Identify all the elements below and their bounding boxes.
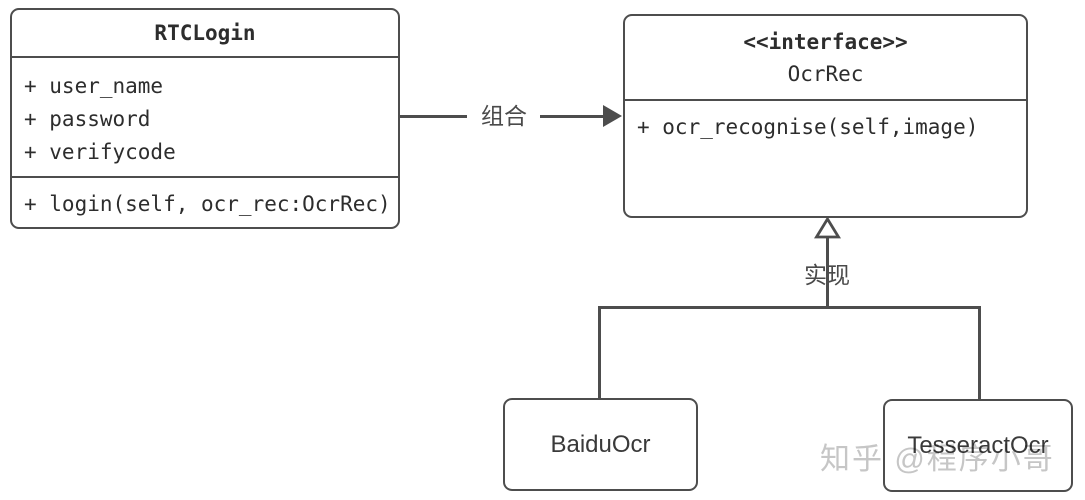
- attribute-user-name: + user_name: [24, 74, 164, 98]
- attribute-verifycode: + verifycode: [24, 140, 176, 164]
- class-box-rtclogin: RTCLogin + user_name + password + verify…: [10, 8, 400, 229]
- method-login: + login(self, ocr_rec:OcrRec): [24, 192, 391, 216]
- watermark: 知乎 @程序小哥: [820, 443, 1055, 476]
- composition-line-right: [540, 115, 604, 118]
- realization-label: 实现: [804, 262, 850, 288]
- realization-drop-line-tesseractocr: [978, 306, 981, 400]
- class-box-baiduocr: BaiduOcr: [503, 398, 698, 491]
- method-ocr-recognise: + ocr_recognise(self,image): [637, 115, 979, 139]
- interface-title: OcrRec: [787, 61, 864, 86]
- composition-arrowhead-icon: [603, 105, 622, 127]
- class-title-rtclogin: RTCLogin: [12, 10, 398, 58]
- realization-arrow-line: [826, 236, 829, 308]
- methods-compartment: + login(self, ocr_rec:OcrRec): [12, 178, 398, 227]
- realization-branch-line: [598, 306, 981, 309]
- composition-line-left: [400, 115, 467, 118]
- attribute-password: + password: [24, 107, 151, 131]
- realization-drop-line-baiduocr: [598, 306, 601, 399]
- interface-title-compartment: <<interface>> OcrRec: [625, 16, 1026, 101]
- interface-box-ocrrec: <<interface>> OcrRec + ocr_recognise(sel…: [623, 14, 1028, 218]
- class-title-baiduocr: BaiduOcr: [550, 430, 651, 458]
- class-title-tesseractocr: TesseractOcr: [907, 431, 1049, 459]
- interface-methods-compartment: + ocr_recognise(self,image): [625, 101, 1026, 216]
- attributes-compartment: + user_name + password + verifycode: [12, 58, 398, 178]
- composition-label: 组合: [481, 103, 527, 129]
- realization-arrowhead-icon: [814, 217, 841, 239]
- class-box-tesseractocr: TesseractOcr: [883, 399, 1073, 492]
- interface-stereotype: <<interface>>: [743, 29, 908, 54]
